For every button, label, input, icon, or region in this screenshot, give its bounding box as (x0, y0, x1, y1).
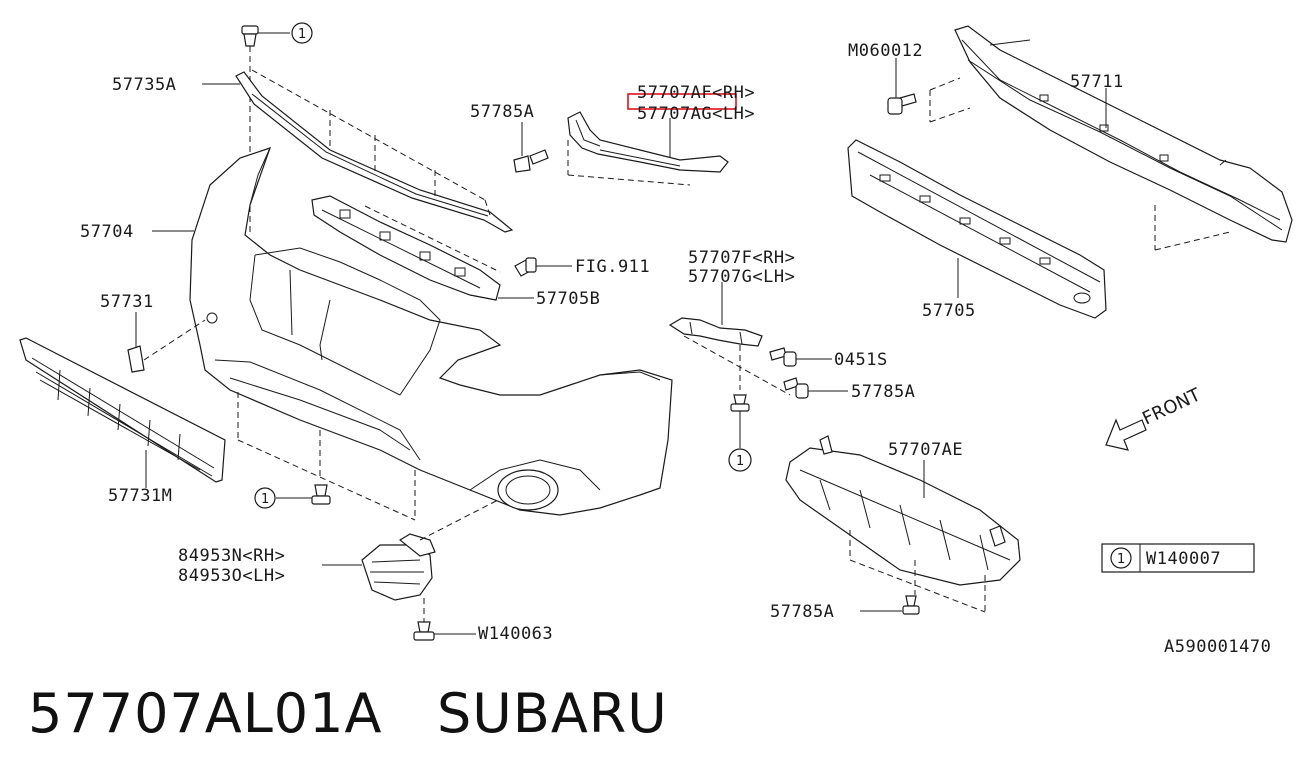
beam-57711 (954, 25, 1293, 243)
figure-code: A590001470 (1164, 637, 1271, 657)
front-arrow: FRONT (1105, 384, 1205, 451)
bracket-57707F (668, 317, 763, 347)
upper-bracket-57735A (235, 69, 514, 233)
svg-text:1: 1 (261, 492, 269, 507)
label-57731M: 57731M (108, 486, 172, 506)
label-57785A-top: 57785A (470, 102, 534, 122)
footer-brand: SUBARU (436, 682, 668, 745)
bolt-0451S (769, 347, 797, 367)
legend-box: 1 W140007 (1101, 543, 1255, 573)
cover-57731 (127, 345, 145, 373)
footer-part-title: 57707AL01A SUBARU (28, 682, 668, 745)
label-57707AE: 57707AE (888, 440, 963, 460)
label-W140007: W140007 (1146, 549, 1221, 569)
label-FIG911: FIG.911 (575, 257, 650, 277)
label-57711: 57711 (1070, 72, 1124, 92)
undercover-57707AE (785, 435, 1021, 586)
label-57735A: 57735A (112, 75, 176, 95)
label-57707G: 57707G<LH> (688, 267, 795, 287)
label-57704: 57704 (80, 222, 134, 242)
label-84953O: 84953O<LH> (178, 566, 285, 586)
grille-57731M (19, 337, 226, 483)
label-W140063: W140063 (478, 624, 553, 644)
bolt-FIG911 (514, 257, 537, 277)
bolt-57785A-top (513, 149, 549, 173)
label-57785A-mid: 57785A (851, 382, 915, 402)
clip-top: 1 (241, 22, 313, 47)
svg-text:1: 1 (298, 27, 306, 42)
svg-text:1: 1 (736, 454, 744, 469)
bolt-57785A-mid (783, 377, 809, 399)
bolt-57785A-bottom (902, 595, 920, 615)
label-0451S: 0451S (834, 350, 888, 370)
label-57707AF: 57707AF<RH> (637, 83, 755, 103)
footer-part-number: 57707AL01A (28, 682, 383, 745)
reinforcement-57705B (311, 195, 501, 301)
label-front: FRONT (1139, 384, 1205, 429)
clip-bottom-left: 1 (254, 484, 331, 509)
absorber-57705 (847, 139, 1107, 319)
label-M060012: M060012 (848, 41, 923, 61)
highlight-box (627, 93, 737, 110)
svg-text:1: 1 (1117, 552, 1125, 567)
label-57731: 57731 (100, 292, 154, 312)
label-57707AG: 57707AG<LH> (637, 104, 755, 124)
label-57705: 57705 (922, 301, 976, 321)
bolt-M060012 (887, 93, 917, 115)
label-84953N: 84953N<RH> (178, 546, 285, 566)
label-57705B: 57705B (536, 289, 600, 309)
label-57785A-bottom: 57785A (770, 602, 834, 622)
label-57707F: 57707F<RH> (688, 248, 795, 268)
bumper-face-57704 (189, 147, 673, 516)
bracket-57707AF (567, 111, 729, 173)
screw-W140063 (413, 621, 435, 641)
fog-cover-84953 (361, 533, 436, 601)
clip-middle: 1 (728, 394, 752, 472)
